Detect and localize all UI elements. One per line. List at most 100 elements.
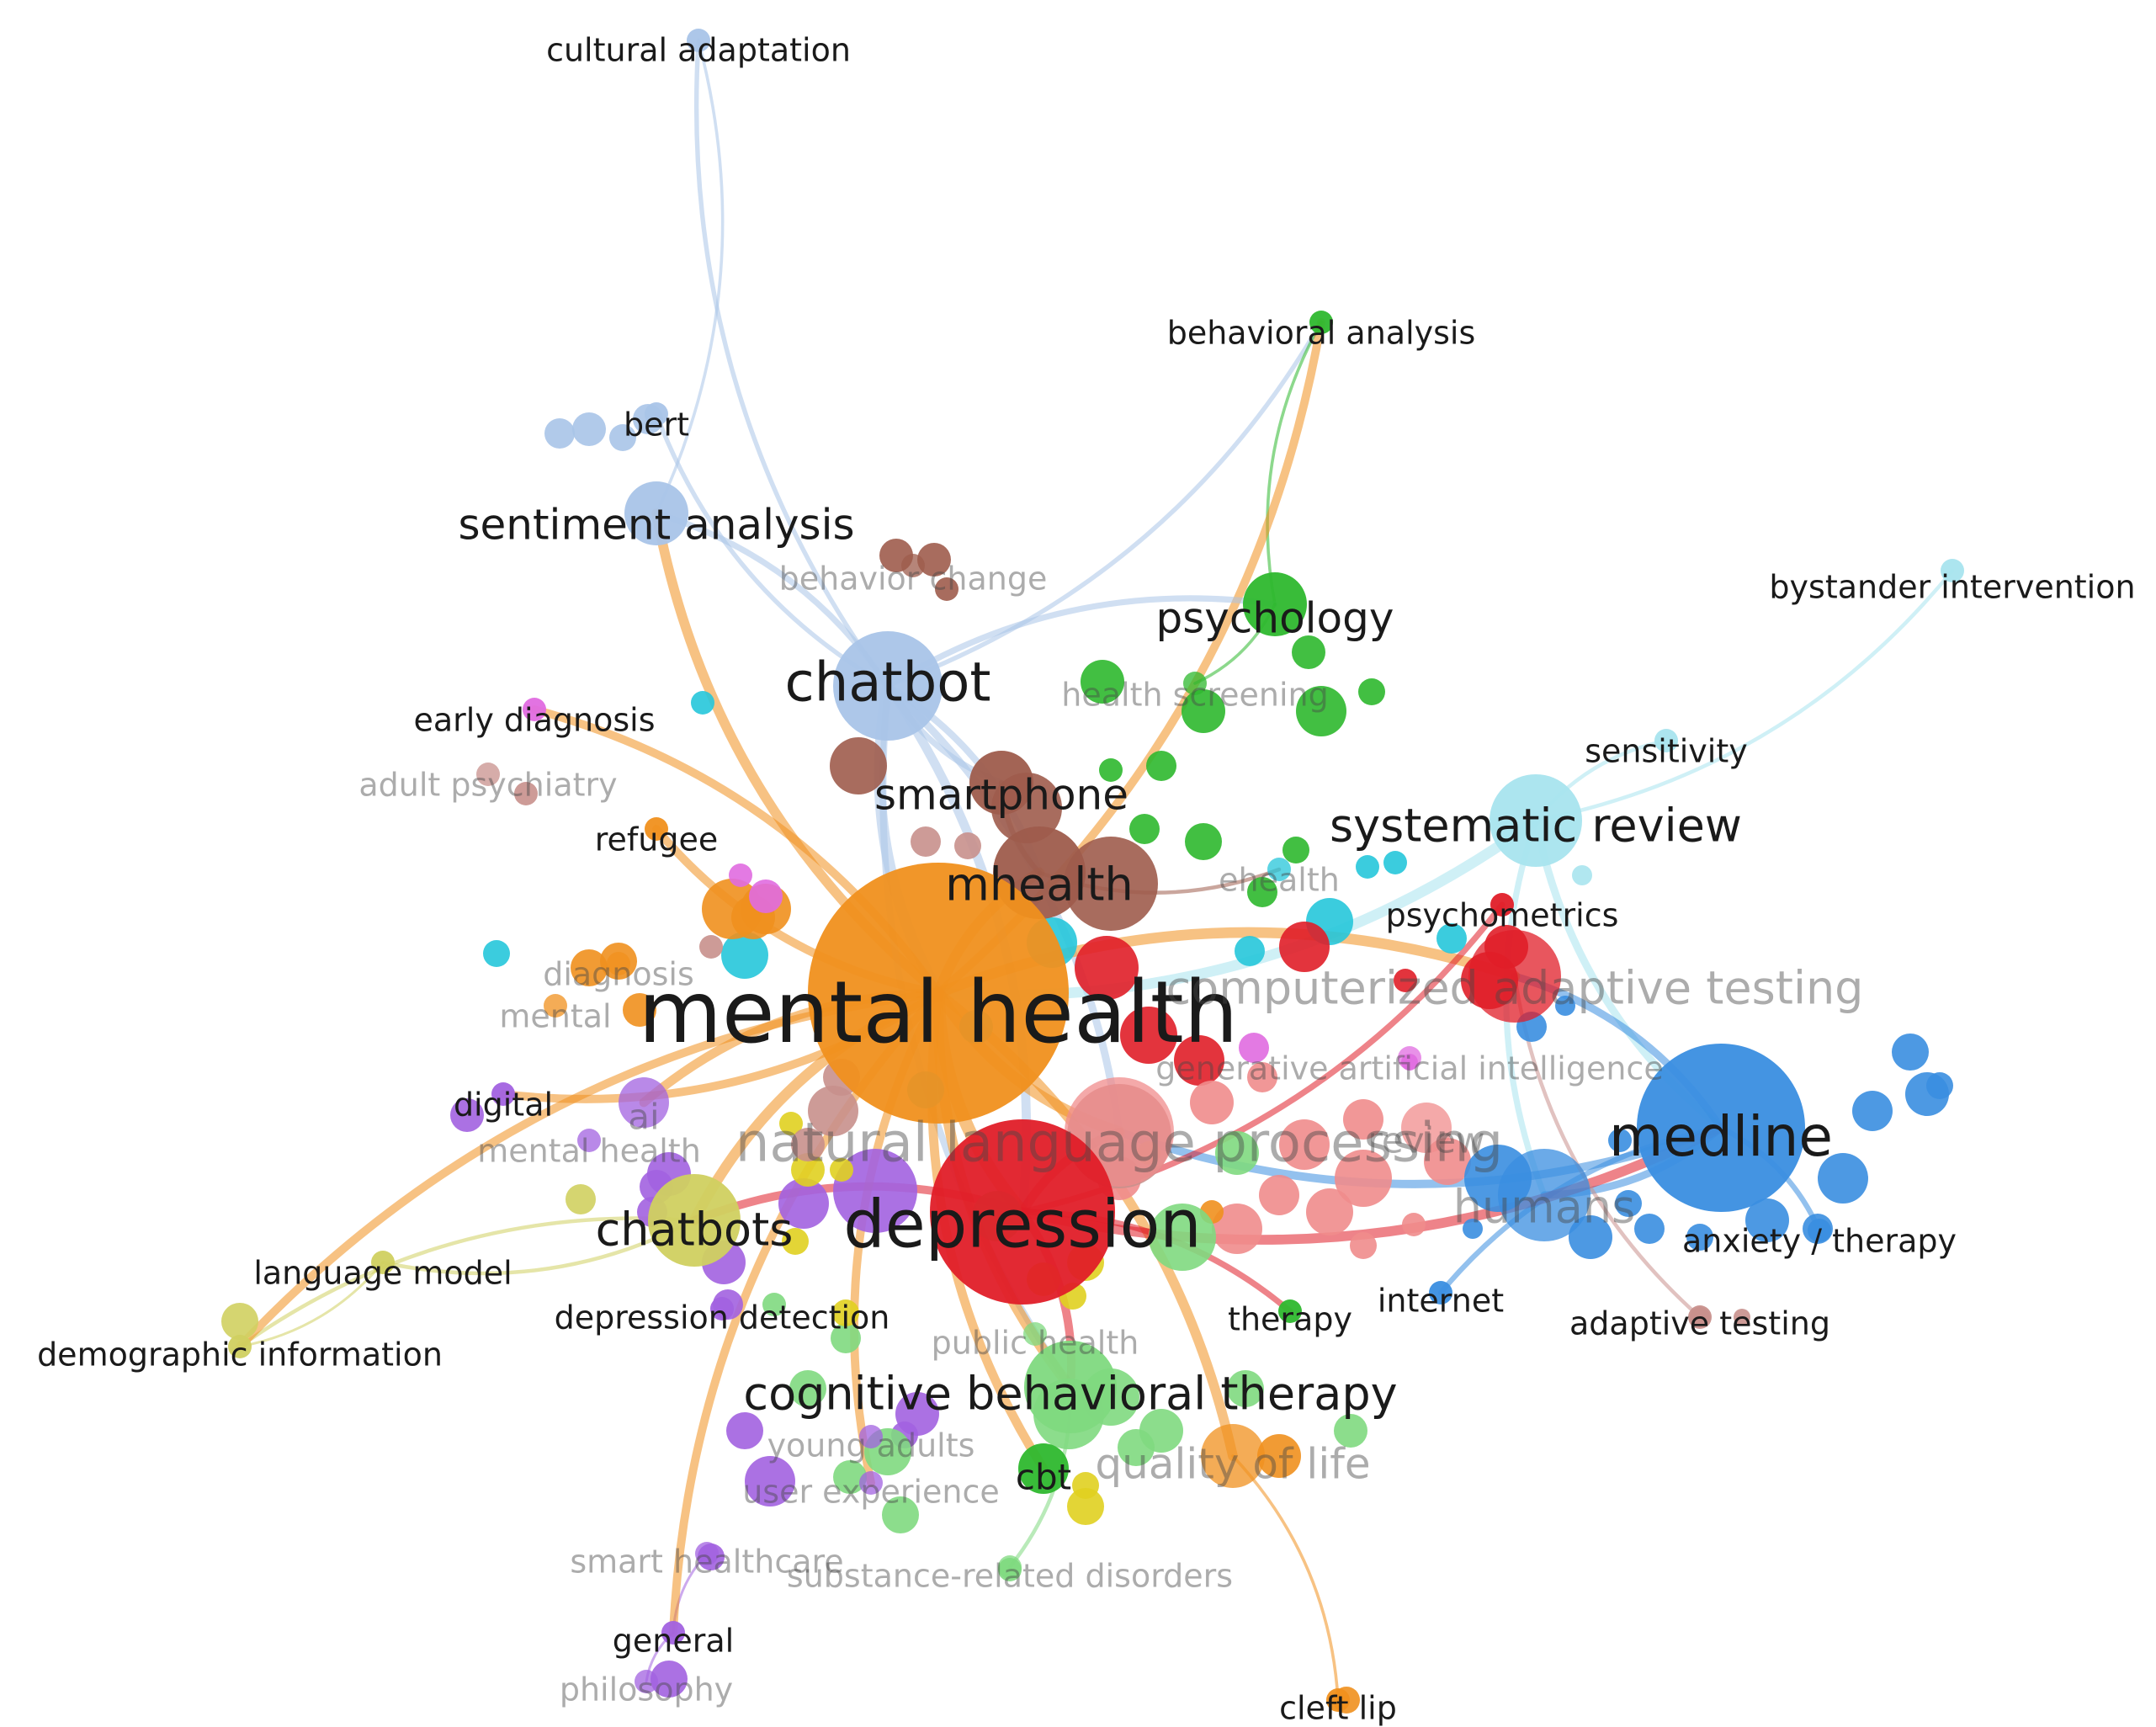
satellite-node-97[interactable] <box>831 1323 861 1353</box>
satellite-node-28[interactable] <box>1572 865 1592 885</box>
satellite-node-102[interactable] <box>762 1293 786 1316</box>
satellite-node-9[interactable] <box>1064 837 1158 931</box>
satellite-node-92[interactable] <box>1139 1409 1183 1453</box>
label-adult-psychiatry[interactable]: adult psychiatry <box>358 767 617 804</box>
node-general[interactable] <box>661 1621 685 1645</box>
node-adaptive-testing[interactable] <box>1688 1305 1712 1329</box>
label-humans[interactable]: humans <box>1453 1181 1636 1234</box>
satellite-node-73[interactable] <box>833 1149 917 1233</box>
node-diagnosis[interactable] <box>607 952 630 975</box>
satellite-node-87[interactable] <box>1149 1204 1216 1271</box>
node-mental-health[interactable] <box>808 863 1069 1124</box>
label-mental[interactable]: mental <box>499 998 611 1035</box>
label-psychology[interactable]: psychology <box>1156 594 1394 643</box>
satellite-node-3[interactable] <box>609 424 636 451</box>
label-cleft-lip[interactable]: cleft lip <box>1279 1690 1397 1727</box>
label-computerized-adaptive-testing[interactable]: computerized adaptive testing <box>1166 962 1864 1015</box>
node-medline[interactable] <box>1637 1044 1805 1212</box>
label-user-experience[interactable]: user experience <box>742 1474 1000 1511</box>
satellite-node-33[interactable] <box>1174 1035 1224 1086</box>
satellite-node-90[interactable] <box>1227 1370 1264 1407</box>
label-ehealth[interactable]: ehealth <box>1219 862 1340 899</box>
satellite-node-10[interactable] <box>1292 635 1325 669</box>
satellite-node-61[interactable] <box>1634 1214 1665 1244</box>
label-smart-healthcare[interactable]: smart healthcare <box>570 1544 843 1581</box>
label-behavior-change[interactable]: behavior change <box>779 561 1048 598</box>
satellite-node-24[interactable] <box>721 932 768 979</box>
node-sensitivity[interactable] <box>1654 729 1678 752</box>
label-systematic-review[interactable]: systematic review <box>1330 800 1742 853</box>
satellite-node-40[interactable] <box>1335 1150 1392 1207</box>
node-cbt[interactable] <box>1018 1443 1069 1494</box>
node-early-diagnosis[interactable] <box>523 698 546 721</box>
label-public-health[interactable]: public health <box>932 1325 1139 1362</box>
satellite-node-53[interactable] <box>1569 1215 1612 1259</box>
node-anxiety-therapy[interactable] <box>1808 1219 1831 1242</box>
label-sentiment-analysis[interactable]: sentiment analysis <box>458 501 854 550</box>
node-psychometrics[interactable] <box>1490 893 1514 917</box>
satellite-node-7[interactable] <box>830 737 887 794</box>
node-computerized-adaptive-testing[interactable] <box>1468 930 1561 1023</box>
satellite-node-112[interactable] <box>782 1228 809 1255</box>
satellite-node-26[interactable] <box>1235 936 1265 966</box>
node-chatbots[interactable] <box>648 1174 741 1267</box>
node-refugee[interactable] <box>645 817 668 841</box>
node-cognitive-behavioral-therapy[interactable] <box>1024 1341 1117 1433</box>
label-therapy[interactable]: therapy <box>1228 1301 1352 1338</box>
node-cleft-lip[interactable] <box>1326 1688 1350 1712</box>
satellite-node-104[interactable] <box>1067 1488 1104 1525</box>
node-smartphone[interactable] <box>969 751 1033 815</box>
satellite-node-15[interactable] <box>1146 751 1176 781</box>
label-health-screening[interactable]: health screening <box>1061 677 1328 714</box>
satellite-node-14[interactable] <box>1358 678 1385 705</box>
label-natural-language-processing[interactable]: natural language processing <box>735 1113 1503 1175</box>
satellite-node-18[interactable] <box>1185 823 1222 860</box>
label-demographic-information[interactable]: demographic information <box>37 1336 443 1374</box>
node-young-adults[interactable] <box>859 1425 883 1448</box>
satellite-node-126[interactable] <box>808 1086 858 1136</box>
label-cultural-adaptation[interactable]: cultural adaptation <box>546 32 851 69</box>
satellite-node-56[interactable] <box>1926 1072 1953 1099</box>
satellite-node-36[interactable] <box>1247 1062 1277 1092</box>
node-ehealth[interactable] <box>1267 858 1291 881</box>
node-mental[interactable] <box>544 994 567 1018</box>
node-depression[interactable] <box>930 1119 1115 1305</box>
label-substance-related-disorders[interactable]: substance-related disorders <box>787 1558 1233 1595</box>
satellite-node-108[interactable] <box>830 1158 853 1182</box>
satellite-node-114[interactable] <box>566 1184 596 1214</box>
node-bert[interactable] <box>645 402 668 426</box>
satellite-node-125[interactable] <box>1734 1309 1750 1326</box>
label-psychometrics[interactable]: psychometrics <box>1386 897 1619 934</box>
label-mental-health-lc[interactable]: mental health <box>477 1133 701 1170</box>
node-public-health[interactable] <box>1023 1322 1047 1346</box>
satellite-node-58[interactable] <box>1818 1153 1868 1204</box>
label-generative-ai[interactable]: generative artificial intelligence <box>1155 1050 1663 1087</box>
node-generative-ai[interactable] <box>1398 1046 1421 1070</box>
satellite-node-115[interactable] <box>221 1303 258 1340</box>
satellite-node-38[interactable] <box>1279 1119 1330 1170</box>
satellite-node-32[interactable] <box>1394 969 1417 992</box>
satellite-node-35[interactable] <box>1075 936 1139 1000</box>
node-systematic-review[interactable] <box>1490 774 1582 867</box>
satellite-node-52[interactable] <box>1463 1219 1483 1239</box>
label-cognitive-behavioral-therapy[interactable]: cognitive behavioral therapy <box>743 1368 1397 1421</box>
node-smart-healthcare[interactable] <box>695 1542 719 1565</box>
node-adult-psychiatry[interactable] <box>476 763 500 786</box>
satellite-node-71[interactable] <box>1257 1434 1301 1478</box>
satellite-node-123[interactable] <box>514 782 538 805</box>
satellite-node-43[interactable] <box>1306 1188 1353 1235</box>
node-humans[interactable] <box>1498 1149 1590 1241</box>
satellite-node-62[interactable] <box>1686 1224 1713 1251</box>
satellite-node-121[interactable] <box>954 832 981 859</box>
node-psychology[interactable] <box>1243 572 1307 636</box>
satellite-node-20[interactable] <box>1282 837 1309 864</box>
label-bert[interactable]: bert <box>624 407 689 444</box>
node-quality-of-life[interactable] <box>1201 1424 1265 1488</box>
satellite-node-68[interactable] <box>571 949 608 986</box>
node-user-experience[interactable] <box>859 1471 883 1495</box>
label-mental-health[interactable]: mental health <box>639 963 1239 1063</box>
satellite-node-59[interactable] <box>1745 1198 1789 1242</box>
label-philosophy[interactable]: philosophy <box>560 1671 733 1708</box>
satellite-node-29[interactable] <box>1279 922 1330 972</box>
label-cbt[interactable]: cbt <box>1016 1457 1071 1498</box>
